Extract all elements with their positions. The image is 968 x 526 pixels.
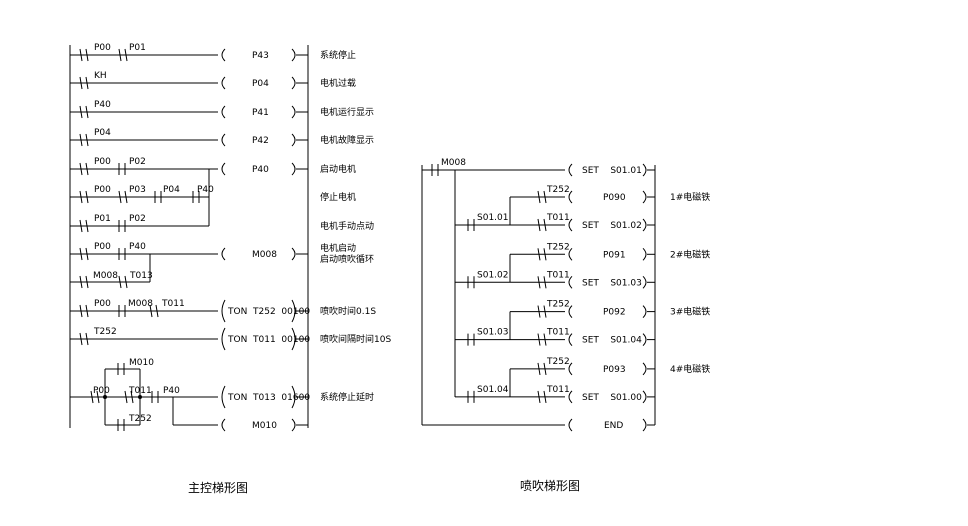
- main-labels: P00 P01 P43 系统停止 KH P04 电机过载 P40 P41 电机运…: [93, 43, 391, 431]
- contact-label: M008: [128, 299, 153, 309]
- contact-label: P00: [94, 185, 111, 195]
- contact-label: T011: [161, 299, 185, 309]
- contact-label: P00: [93, 386, 110, 396]
- end-label: END: [604, 421, 623, 431]
- coil-label: M010: [252, 421, 277, 431]
- rung-comment: 电机过载: [320, 77, 356, 89]
- rung-comment: 电机手动点动: [320, 220, 374, 232]
- set-label: SET S01.00: [582, 393, 642, 403]
- rung-comment: 启动电机: [320, 163, 356, 175]
- contact-label: P00: [94, 242, 111, 252]
- rung-comment: 喷吹时间0.1S: [320, 305, 376, 317]
- contact-label: S01.03: [477, 328, 508, 338]
- coil-label: P43: [252, 51, 269, 61]
- contact-label: T252: [546, 300, 570, 310]
- contact-label: P04: [94, 128, 111, 138]
- contact-label: T252: [546, 185, 570, 195]
- contact-label: S01.02: [477, 270, 508, 280]
- contact-label: P40: [197, 185, 214, 195]
- contact-label: P40: [94, 100, 111, 110]
- set-label: SET S01.02: [582, 221, 642, 231]
- coil-label: P093: [603, 365, 626, 375]
- rung-comment: 系统停止延时: [320, 391, 374, 403]
- main-rung-4: [70, 133, 308, 147]
- rung-comment: 停止电机: [320, 191, 356, 203]
- contact-label: P00: [94, 43, 111, 53]
- contact-label: P01: [129, 43, 146, 53]
- rung-comment: 电机故障显示: [320, 134, 374, 146]
- contact-label: T252: [93, 327, 117, 337]
- coil-label: P04: [252, 79, 269, 89]
- contact-label: P02: [129, 157, 146, 167]
- main-rung-11: [70, 327, 308, 351]
- timer-label: TON T252 00100: [227, 307, 310, 317]
- contact-label: T011: [546, 270, 570, 280]
- contact-label: T252: [546, 357, 570, 367]
- coil-label: P41: [252, 108, 269, 118]
- main-rung-1: [70, 48, 308, 62]
- coil-label: P091: [603, 250, 626, 260]
- main-ladder-caption: 主控梯形图: [188, 481, 248, 495]
- contact-label: KH: [94, 71, 107, 81]
- main-rung-9: [70, 275, 150, 289]
- coil-label: P40: [252, 165, 269, 175]
- contact-label: P40: [163, 386, 180, 396]
- coil-label: P092: [603, 308, 626, 318]
- rung-comment: 系统停止: [320, 49, 356, 61]
- main-rung-3: [70, 105, 308, 119]
- contact-label: M008: [93, 271, 118, 281]
- main-ladder: P00 P01 P43 系统停止 KH P04 电机过载 P40 P41 电机运…: [69, 43, 391, 495]
- main-rung-8: [70, 247, 308, 282]
- contact-label: M008: [441, 158, 466, 168]
- valve-label: 2#电磁铁: [670, 248, 710, 260]
- main-rung-12: [70, 363, 308, 432]
- blow-ladder-caption: 喷吹梯形图: [520, 479, 580, 493]
- coil-label: P42: [252, 136, 269, 146]
- contact-label: M010: [129, 358, 154, 368]
- contact-label: T252: [128, 414, 152, 424]
- valve-label: 1#电磁铁: [670, 191, 710, 203]
- contact-label: P00: [94, 299, 111, 309]
- main-rung-10: [70, 299, 308, 323]
- main-rung-6: [70, 190, 209, 204]
- contact-label: T011: [546, 385, 570, 395]
- rung-comment: 电机启动: [320, 242, 356, 254]
- contact-label: T013: [129, 271, 153, 281]
- contact-label: P00: [94, 157, 111, 167]
- main-rung-2: [70, 76, 308, 90]
- contact-label: S01.01: [477, 213, 508, 223]
- set-label: SET S01.03: [582, 278, 642, 288]
- blow-top-labels: M008 SET S01.01 END: [441, 158, 655, 432]
- contact-label: T011: [128, 386, 152, 396]
- timer-label: TON T013 01600: [227, 393, 310, 403]
- contact-label: T011: [546, 328, 570, 338]
- rung-comment: 电机运行显示: [320, 106, 374, 118]
- contact-label: P40: [129, 242, 146, 252]
- contact-label: P02: [129, 214, 146, 224]
- rung-comment-2: 启动喷吹循环: [320, 253, 374, 265]
- valve-label: 4#电磁铁: [670, 363, 710, 375]
- contact-label: P03: [129, 185, 146, 195]
- contact-label: P04: [163, 185, 180, 195]
- set-label: SET S01.04: [582, 336, 642, 346]
- contact-label: T252: [546, 242, 570, 252]
- set-label: SET S01.01: [582, 166, 642, 176]
- rung-comment: 喷吹间隔时间10S: [320, 333, 391, 345]
- coil-label: P090: [603, 193, 626, 203]
- timer-label: TON T011 00100: [227, 335, 310, 345]
- main-rung-7: [70, 219, 209, 233]
- contact-label: S01.04: [477, 385, 509, 395]
- contact-label: P01: [94, 214, 111, 224]
- valve-label: 3#电磁铁: [670, 306, 710, 318]
- coil-label: M008: [252, 250, 277, 260]
- contact-label: T011: [546, 213, 570, 223]
